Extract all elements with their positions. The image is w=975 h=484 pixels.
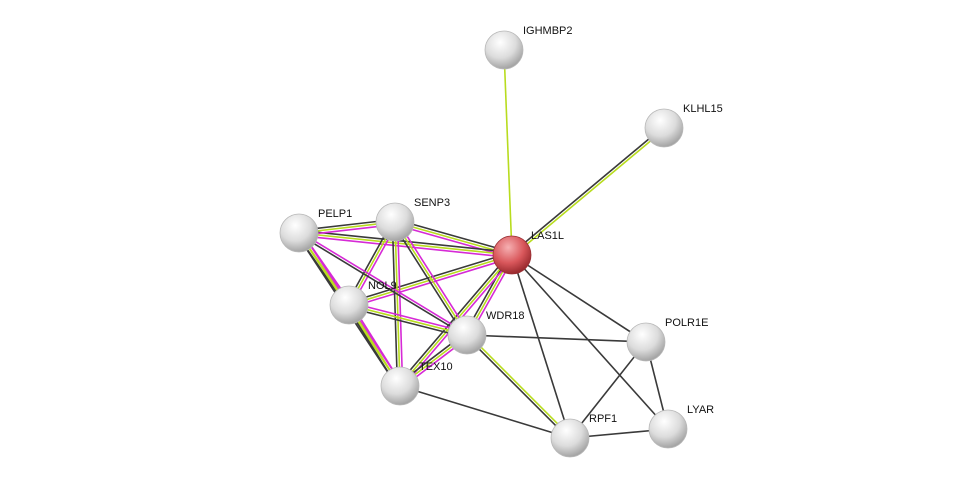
edge-line-coexpression (511, 254, 647, 343)
edge-line-coexpression (297, 233, 467, 337)
edge-las1l-polr1e[interactable] (511, 254, 647, 343)
edge-line-coexpression (348, 306, 467, 339)
edge-line-coexpression (399, 385, 571, 439)
edge-nol9-wdr18[interactable] (348, 301, 468, 339)
edge-las1l-senp3[interactable] (394, 218, 513, 259)
node-label: PELP1 (318, 208, 352, 220)
node-sphere[interactable] (644, 108, 684, 148)
node-pelp1[interactable]: PELP1 (279, 208, 352, 253)
edge-senp3-tex10[interactable] (391, 221, 404, 387)
edge-line-coexpression (569, 341, 647, 439)
edge-line-textmining (394, 221, 513, 256)
node-sphere[interactable] (279, 213, 319, 253)
node-wdr18[interactable]: WDR18 (447, 310, 525, 355)
edge-klhl15-las1l[interactable] (510, 126, 666, 257)
edge-polr1e-rpf1[interactable] (569, 341, 647, 439)
edge-line-textmining (512, 128, 666, 257)
node-sphere[interactable] (380, 366, 420, 406)
edge-line-experiments (298, 234, 512, 259)
node-label: TEX10 (419, 361, 453, 373)
node-nol9[interactable]: NOL9 (329, 280, 397, 325)
edges-layer (296, 49, 669, 440)
edge-line-coexpression (299, 229, 513, 254)
node-sphere[interactable] (447, 315, 487, 355)
edge-line-experiments (394, 223, 512, 259)
node-sphere[interactable] (484, 30, 524, 70)
node-sphere[interactable] (375, 202, 415, 242)
node-sphere[interactable] (329, 285, 369, 325)
node-ighmbp2[interactable]: IGHMBP2 (484, 25, 573, 70)
edge-line-coexpression (466, 334, 647, 343)
edge-line-coexpression (395, 218, 513, 254)
node-senp3[interactable]: SENP3 (375, 197, 450, 242)
edge-line-textmining (394, 221, 468, 336)
edge-pelp1-wdr18[interactable] (297, 231, 469, 337)
edge-line-experiments (396, 220, 470, 335)
node-label: LAS1L (531, 230, 564, 242)
edge-line-coexpression (511, 254, 571, 439)
node-label: RPF1 (589, 413, 617, 425)
node-label: SENP3 (414, 197, 450, 209)
edge-line-coexpression (392, 222, 466, 337)
node-label: LYAR (687, 404, 714, 416)
edge-ighmbp2-las1l[interactable] (503, 49, 513, 256)
node-rpf1[interactable]: RPF1 (550, 413, 617, 458)
node-sphere[interactable] (492, 235, 532, 275)
edge-line-experiments (349, 301, 468, 334)
node-label: IGHMBP2 (523, 25, 573, 37)
node-lyar[interactable]: LYAR (648, 404, 714, 449)
edge-line-coexpression (391, 222, 399, 387)
edge-line-coexpression (511, 254, 669, 430)
edge-line-experiments (299, 231, 469, 335)
edge-senp3-wdr18[interactable] (392, 220, 470, 337)
node-label: POLR1E (665, 317, 708, 329)
edge-line-textmining (394, 221, 401, 387)
edge-wdr18-rpf1[interactable] (465, 333, 572, 440)
edge-line-textmining (348, 254, 513, 306)
edge-wdr18-polr1e[interactable] (466, 334, 647, 343)
node-klhl15[interactable]: KLHL15 (644, 103, 723, 148)
edge-line-textmining (467, 333, 572, 438)
node-label: KLHL15 (683, 103, 723, 115)
node-sphere[interactable] (648, 409, 688, 449)
edge-line-coexpression (510, 126, 664, 255)
edge-line-experiments (396, 221, 404, 386)
node-label: WDR18 (486, 310, 525, 322)
node-tex10[interactable]: TEX10 (380, 361, 453, 406)
node-sphere[interactable] (626, 322, 666, 362)
node-las1l[interactable]: LAS1L (492, 230, 564, 275)
edge-las1l-lyar[interactable] (511, 254, 669, 430)
node-sphere[interactable] (550, 418, 590, 458)
edge-line-coexpression (465, 335, 570, 440)
edge-line-textmining (348, 304, 468, 336)
edge-tex10-rpf1[interactable] (399, 385, 571, 439)
node-polr1e[interactable]: POLR1E (626, 317, 708, 362)
edge-las1l-rpf1[interactable] (511, 254, 571, 439)
node-label: NOL9 (368, 280, 397, 292)
edge-line-textmining (503, 49, 513, 256)
